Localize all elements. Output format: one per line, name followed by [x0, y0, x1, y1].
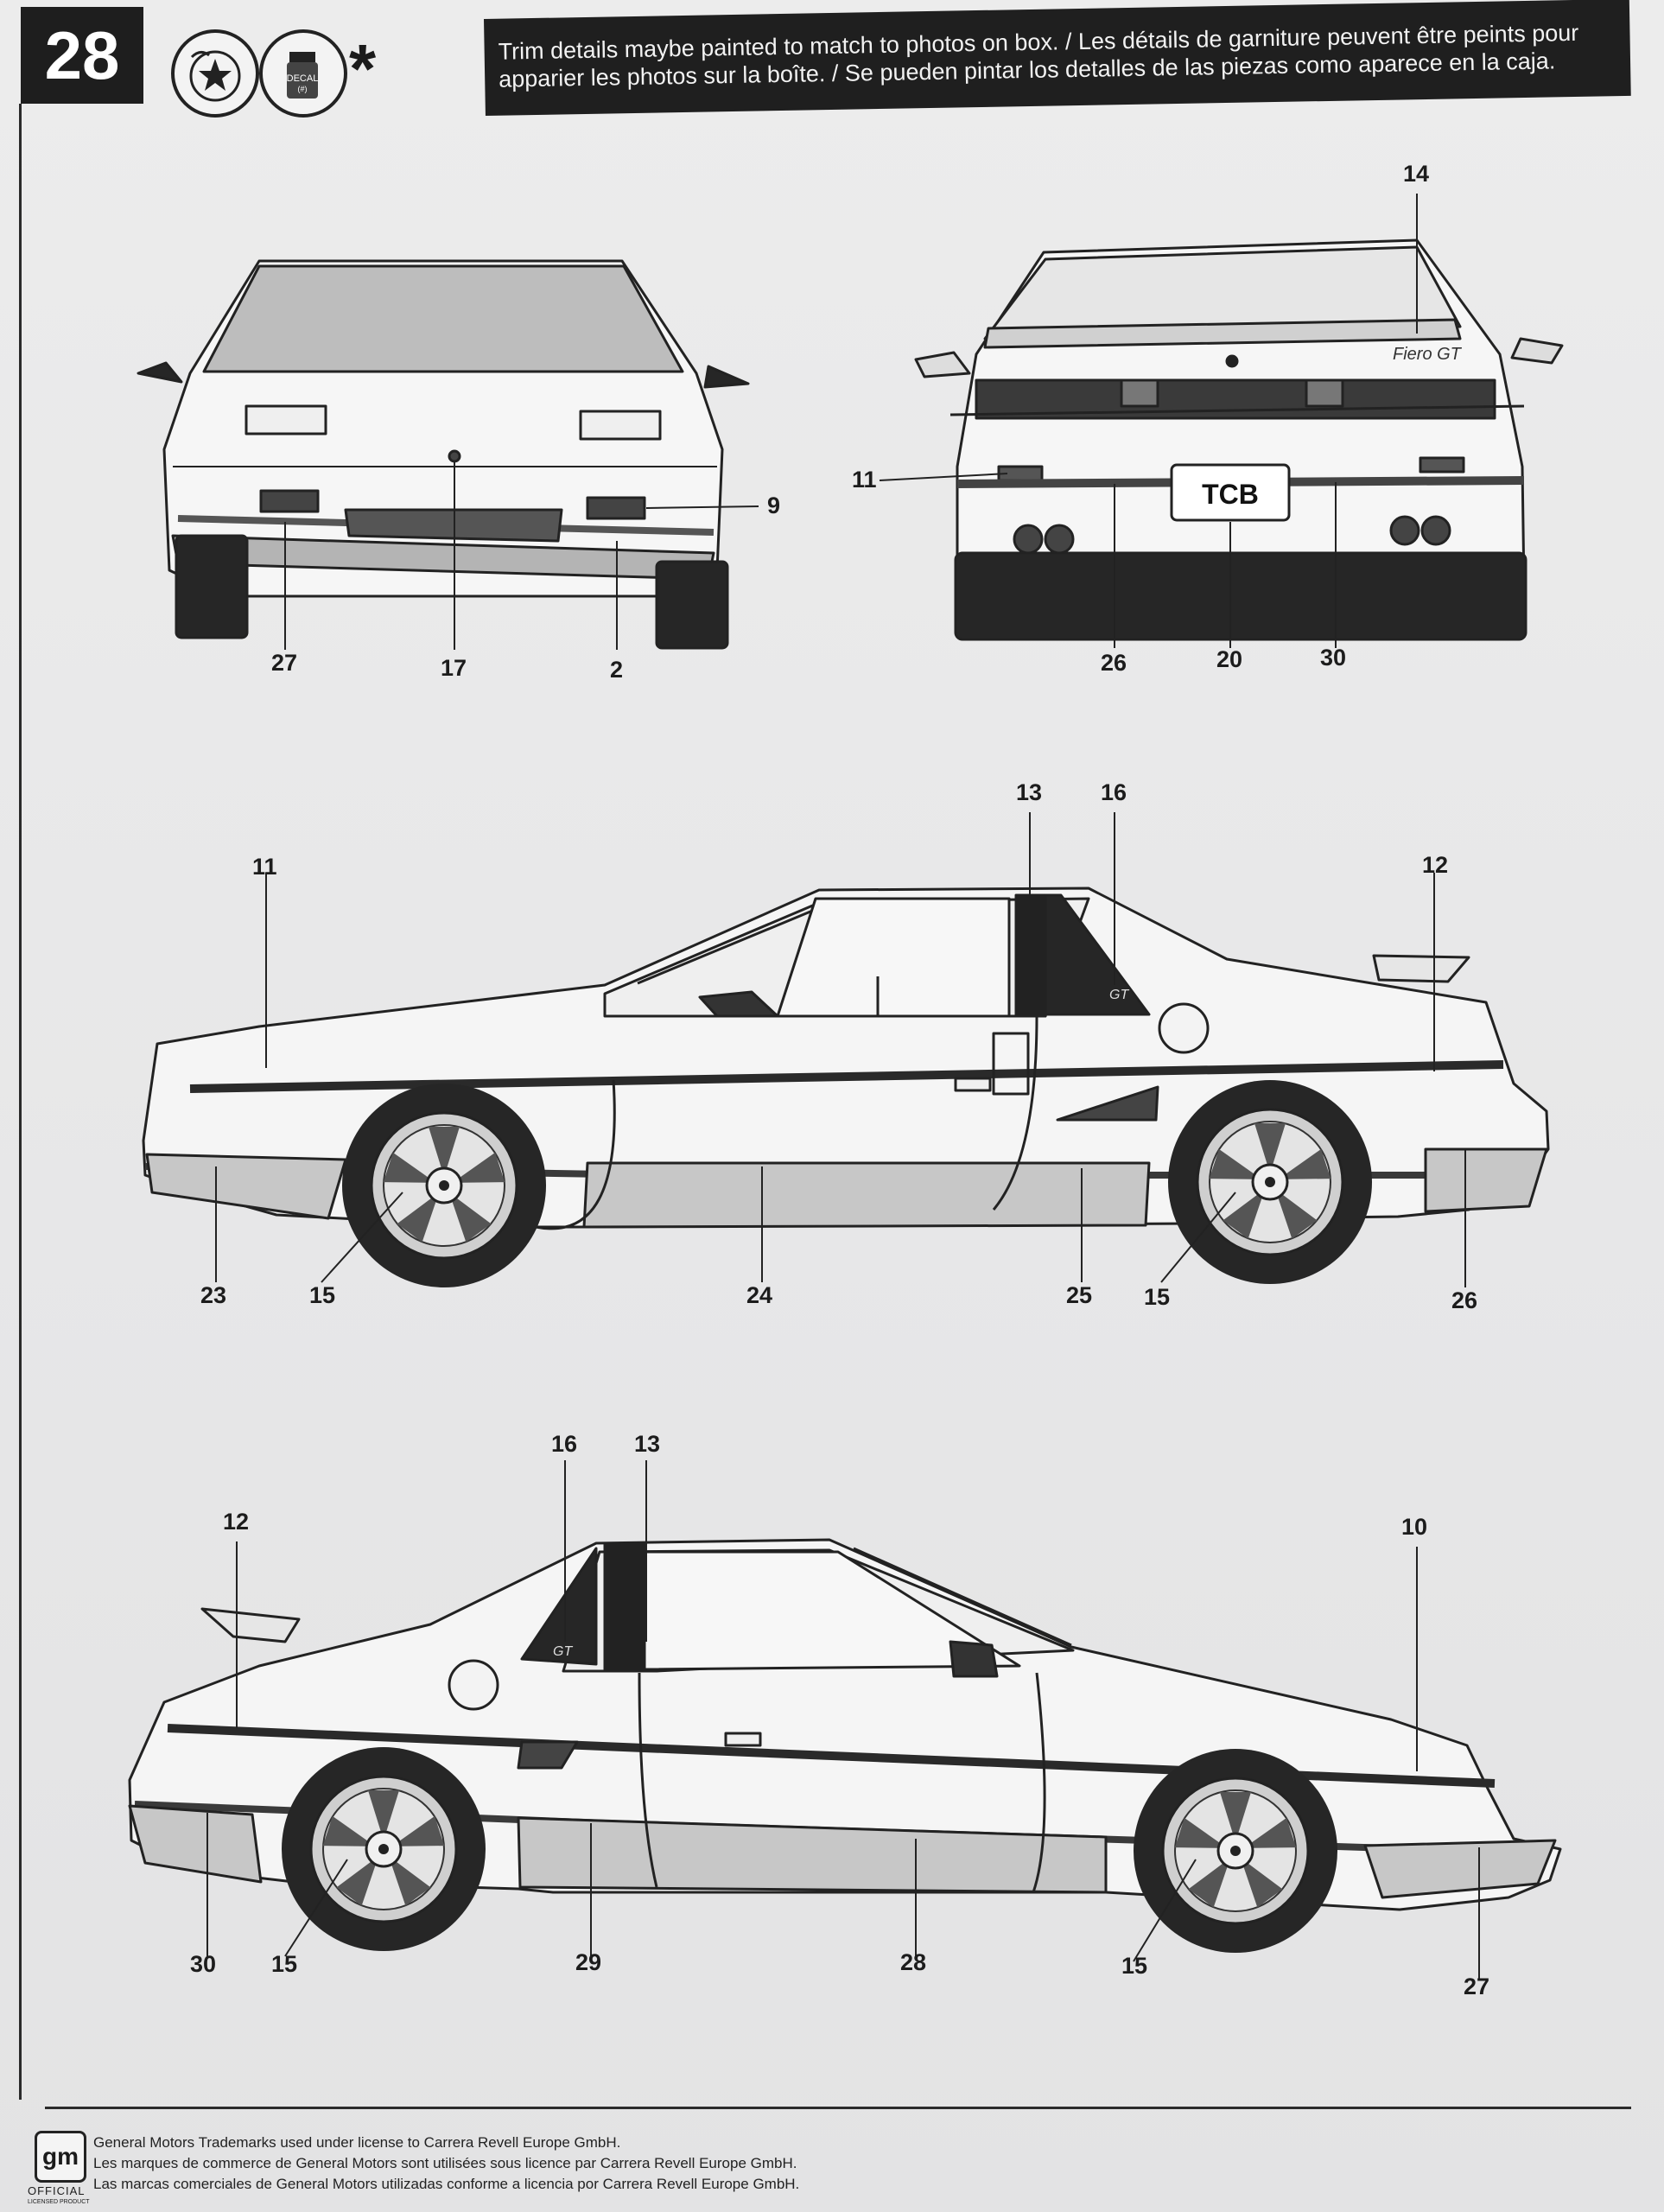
callout-side1-16: 16 [1101, 779, 1127, 805]
page-border [19, 104, 22, 2100]
front-wheel-side1 [340, 1082, 548, 1289]
gm-license-text: LICENSED PRODUCT [28, 2199, 90, 2205]
callout-front-9: 9 [767, 493, 781, 518]
callout-rear-20: 20 [1216, 646, 1243, 672]
callout-front-27: 27 [271, 650, 298, 676]
callout-side1-15b: 15 [1144, 1284, 1171, 1310]
callout-side2-29: 29 [575, 1949, 602, 1975]
legal-line-en: General Motors Trademarks used under lic… [93, 2134, 621, 2151]
callout-side1-11: 11 [252, 854, 277, 880]
callout-rear-30: 30 [1320, 645, 1347, 671]
decal-icon: DECAL (#) [259, 29, 347, 118]
callout-side2-13: 13 [634, 1431, 661, 1457]
callout-front-17: 17 [441, 655, 467, 681]
asterisk-mark: * [349, 30, 377, 107]
callout-rear-26: 26 [1101, 650, 1127, 676]
side1-gt-badge: GT [1109, 988, 1129, 1002]
callout-side2-15b: 15 [1121, 1953, 1148, 1979]
callout-rear-14: 14 [1403, 161, 1430, 187]
leader-lines [206, 194, 1480, 1979]
decal-label: DECAL [287, 73, 319, 84]
step-number: 28 [21, 7, 143, 104]
callout-side2-30: 30 [190, 1951, 217, 1977]
callout-side1-12: 12 [1422, 852, 1449, 878]
callout-side1-25: 25 [1066, 1282, 1093, 1308]
side2-gt-badge: GT [553, 1644, 573, 1659]
callout-side2-27: 27 [1464, 1974, 1490, 1999]
rear-wheel-side1 [1166, 1078, 1374, 1286]
callout-side2-10: 10 [1401, 1514, 1428, 1540]
rear-badge: Fiero GT [1393, 345, 1463, 364]
gm-logo: gm [35, 2131, 86, 2183]
legal-line-fr: Les marques de commerce de General Motor… [93, 2155, 797, 2171]
callout-side2-15a: 15 [271, 1951, 298, 1977]
callout-side2-12: 12 [223, 1509, 250, 1535]
gm-official-text: OFFICIAL [28, 2184, 86, 2197]
callout-side1-24: 24 [746, 1282, 773, 1308]
callout-side2-28: 28 [900, 1949, 927, 1975]
callout-side1-15a: 15 [309, 1282, 336, 1308]
callout-rear-11: 11 [852, 467, 877, 493]
paint-icon [171, 29, 259, 118]
callout-side1-13: 13 [1016, 779, 1043, 805]
callout-side1-23: 23 [200, 1282, 227, 1308]
footer-divider [45, 2107, 1631, 2109]
callout-front-2: 2 [610, 657, 624, 683]
front-wheel-side2 [1132, 1747, 1339, 1955]
license-plate-text: TCB [1202, 479, 1259, 510]
front-view [137, 259, 750, 650]
legal-line-es: Las marcas comerciales de General Motors… [93, 2176, 800, 2192]
rear-view [914, 238, 1564, 641]
decal-code: (#) [298, 85, 308, 93]
callout-side2-16: 16 [551, 1431, 578, 1457]
callout-side1-26: 26 [1451, 1287, 1478, 1313]
rear-wheel-side2 [280, 1745, 487, 1953]
